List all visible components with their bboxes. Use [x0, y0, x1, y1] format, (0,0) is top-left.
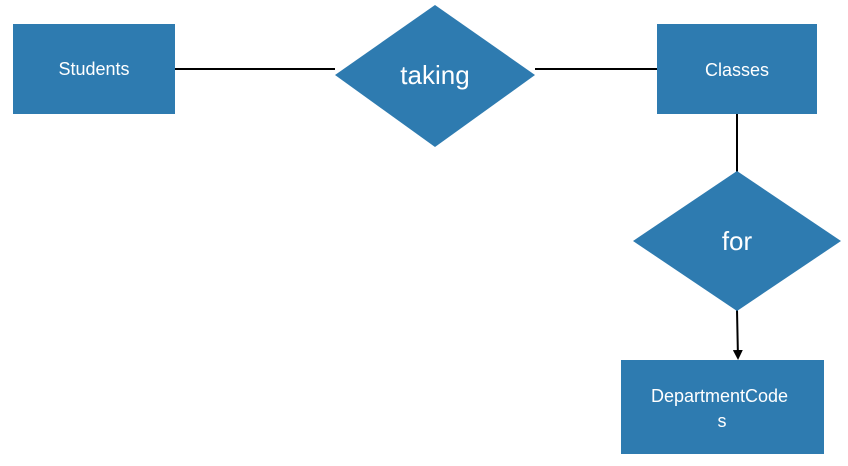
entity-classes[interactable]: Classes [657, 24, 817, 114]
entity-department-codes-label: DepartmentCode s [651, 386, 793, 431]
entity-department-codes[interactable]: DepartmentCode s [621, 360, 824, 454]
entity-students-box [13, 24, 175, 114]
entity-department-codes-box [621, 360, 824, 454]
entity-students-label: Students [58, 59, 129, 79]
entity-classes-box [657, 24, 817, 114]
relationship-for[interactable]: for [633, 171, 841, 311]
relationship-taking[interactable]: taking [335, 5, 535, 147]
entity-students[interactable]: Students [13, 24, 175, 114]
relationship-for-diamond [633, 171, 841, 311]
entity-department-codes-label-line1: DepartmentCode [651, 386, 788, 406]
entity-department-codes-label-line2: s [718, 411, 727, 431]
connector-for-departmentcodes-arrow [732, 309, 743, 360]
relationship-taking-label: taking [400, 60, 469, 90]
entity-classes-label: Classes [705, 60, 769, 80]
relationship-for-label: for [722, 226, 753, 256]
relationship-taking-diamond [335, 5, 535, 147]
